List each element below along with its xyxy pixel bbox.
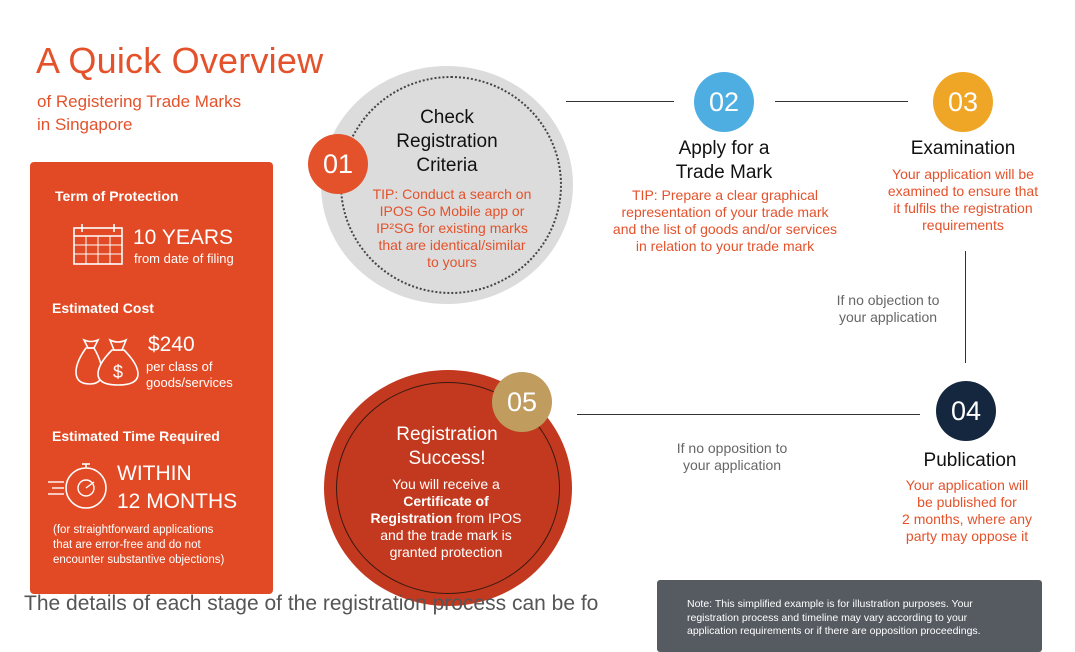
stage-03-title: Examination	[873, 137, 1053, 161]
stage-04-desc: Your application will be published for 2…	[872, 477, 1062, 545]
stage-03-desc: Your application will be examined to ens…	[868, 166, 1058, 234]
stage-01-desc: TIP: Conduct a search on IPOS Go Mobile …	[357, 186, 547, 271]
stage-04-desc-1: Your application will	[905, 477, 1029, 493]
stage-02-title-2: Trade Mark	[675, 162, 773, 183]
disclaimer-line-1: Note: This simplified example is for ill…	[687, 598, 973, 610]
stage-01-desc-4: that are identical/similar	[378, 237, 526, 253]
connector-01-02	[566, 101, 674, 102]
stage-01-title-3: Criteria	[416, 155, 478, 176]
stage-02-desc-2: representation of your trade mark	[621, 204, 829, 220]
stage-04-desc-3: 2 months, where any	[902, 511, 1032, 527]
stage-02-desc: TIP: Prepare a clear graphical represent…	[595, 187, 855, 255]
cost-value: $240	[148, 333, 195, 356]
stage-02-desc-3: and the list of goods and/or services	[612, 221, 838, 237]
stage-02-number: 02	[694, 72, 754, 132]
stage-05-desc-6: granted protection	[389, 544, 503, 560]
stage-01-desc-1: TIP: Conduct a search on	[372, 186, 532, 202]
stage-02-desc-1: TIP: Prepare a clear graphical	[632, 187, 818, 203]
stage-02-title: Apply for a Trade Mark	[624, 137, 824, 185]
stage-05-desc-3: Registration	[370, 510, 453, 526]
no-opposition-line-1: If no opposition to	[676, 440, 788, 456]
stage-03-title-1: Examination	[910, 138, 1016, 159]
term-value: 10 YEARS	[133, 226, 234, 249]
term-label: Term of Protection	[55, 188, 179, 204]
stage-04-desc-4: party may oppose it	[905, 528, 1029, 544]
disclaimer-line-3: application requirements or if there are…	[687, 625, 981, 637]
stage-05-inner-ring	[336, 382, 560, 594]
stage-02-desc-4: in relation to your trade mark	[635, 238, 815, 254]
stage-03-desc-2: examined to ensure that	[887, 183, 1039, 199]
time-note-3: encounter substantive objections)	[53, 554, 225, 566]
stage-05-desc: You will receive a Certificate of Regist…	[356, 476, 536, 561]
time-value-1: WITHIN	[117, 462, 192, 485]
stage-05-desc-2: Certificate of	[403, 493, 489, 509]
no-opposition-label: If no opposition to your application	[662, 440, 802, 474]
footer-text: The details of each stage of the registr…	[24, 592, 599, 615]
stage-05-number: 05	[492, 372, 552, 432]
connector-03-04	[965, 251, 966, 363]
stage-01-title: Check Registration Criteria	[367, 106, 527, 178]
cost-sub-2: goods/services	[146, 375, 233, 390]
svg-text:$: $	[113, 362, 123, 382]
time-note-2: that are error-free and do not	[53, 539, 201, 551]
summary-panel: Term of Protection 10 YEARS from date of…	[30, 162, 273, 594]
stage-01-desc-3: IP²SG for existing marks	[376, 220, 528, 236]
no-objection-line-2: your application	[838, 309, 938, 325]
page-title: A Quick Overview	[36, 40, 324, 81]
stage-05-title: Registration Success!	[367, 423, 527, 471]
stage-05-title-2: Success!	[408, 448, 486, 469]
stage-05-desc-3-line: Registration from IPOS	[356, 510, 536, 527]
no-opposition-line-2: your application	[682, 457, 782, 473]
no-objection-label: If no objection to your application	[818, 292, 958, 326]
stage-01-number: 01	[308, 134, 368, 194]
cost-label: Estimated Cost	[52, 300, 154, 316]
stage-05-desc-5: and the trade mark is	[380, 527, 512, 543]
disclaimer-line-2: registration process and timeline may va…	[687, 611, 968, 624]
cost-sub-1: per class of	[146, 359, 213, 374]
stage-03-desc-4: requirements	[922, 217, 1004, 233]
calendar-icon	[73, 224, 123, 265]
stage-02-title-1: Apply for a	[678, 138, 770, 159]
connector-04-05	[577, 414, 920, 415]
stage-03-desc-3: it fulfils the registration	[893, 200, 1033, 216]
time-value-2: 12 MONTHS	[117, 490, 238, 513]
time-note-1: (for straightforward applications	[53, 524, 214, 536]
stage-04-title-1: Publication	[923, 450, 1017, 471]
stage-04-desc-2: be published for	[917, 494, 1017, 510]
stage-01-title-1: Check	[420, 107, 474, 128]
stage-05-desc-1: You will receive a	[392, 476, 500, 492]
stage-01-desc-5: to yours	[427, 254, 477, 270]
money-bag-icon: $	[75, 338, 139, 386]
stage-04-title: Publication	[880, 449, 1060, 473]
connector-02-03	[775, 101, 908, 102]
stage-03-number: 03	[933, 72, 993, 132]
stage-04-number: 04	[936, 381, 996, 441]
page-subtitle: of Registering Trade Marks in Singapore	[37, 90, 297, 136]
stage-01-title-2: Registration	[396, 131, 498, 152]
disclaimer-box: Note: This simplified example is for ill…	[657, 580, 1042, 652]
time-label: Estimated Time Required	[52, 428, 220, 444]
stage-01-desc-2: IPOS Go Mobile app or	[379, 203, 525, 219]
subtitle-line-2: in Singapore	[37, 115, 133, 134]
stage-03-desc-1: Your application will be	[892, 166, 1034, 182]
no-objection-line-1: If no objection to	[836, 292, 940, 308]
stage-05-title-1: Registration	[396, 424, 498, 445]
subtitle-line-1: of Registering Trade Marks	[37, 92, 242, 111]
term-sub: from date of filing	[134, 251, 234, 266]
stopwatch-icon	[48, 463, 107, 509]
stage-05-desc-4: from IPOS	[452, 510, 522, 526]
